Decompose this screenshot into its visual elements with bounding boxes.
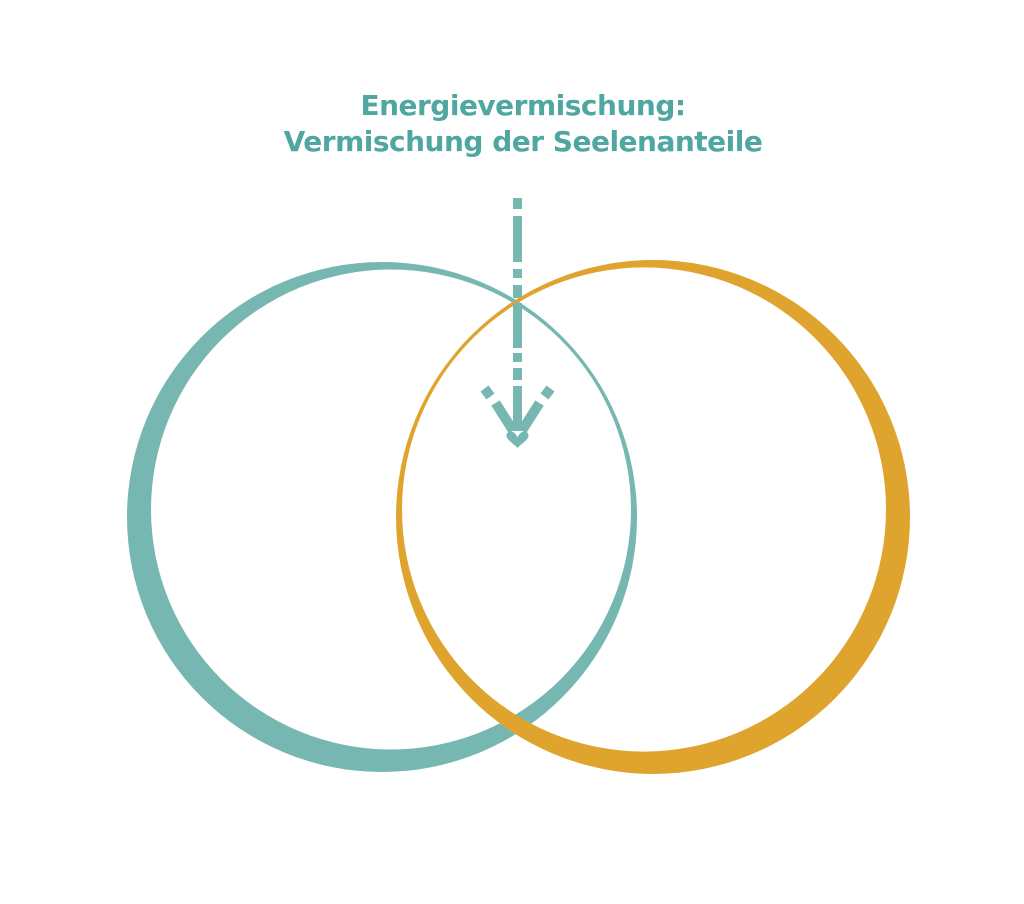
heart-tip-icon [506, 431, 529, 448]
dashed-arrow-down-icon [480, 198, 555, 448]
diagram-title: Energievermischung: Vermischung der Seel… [223, 88, 823, 160]
arrow-head-left [480, 385, 518, 434]
right-circle [396, 260, 910, 774]
arrow-head-right [517, 385, 555, 434]
title-line-2: Vermischung der Seelenanteile [283, 125, 763, 158]
left-circle [127, 262, 637, 772]
title-line-1: Energievermischung: [360, 89, 686, 122]
